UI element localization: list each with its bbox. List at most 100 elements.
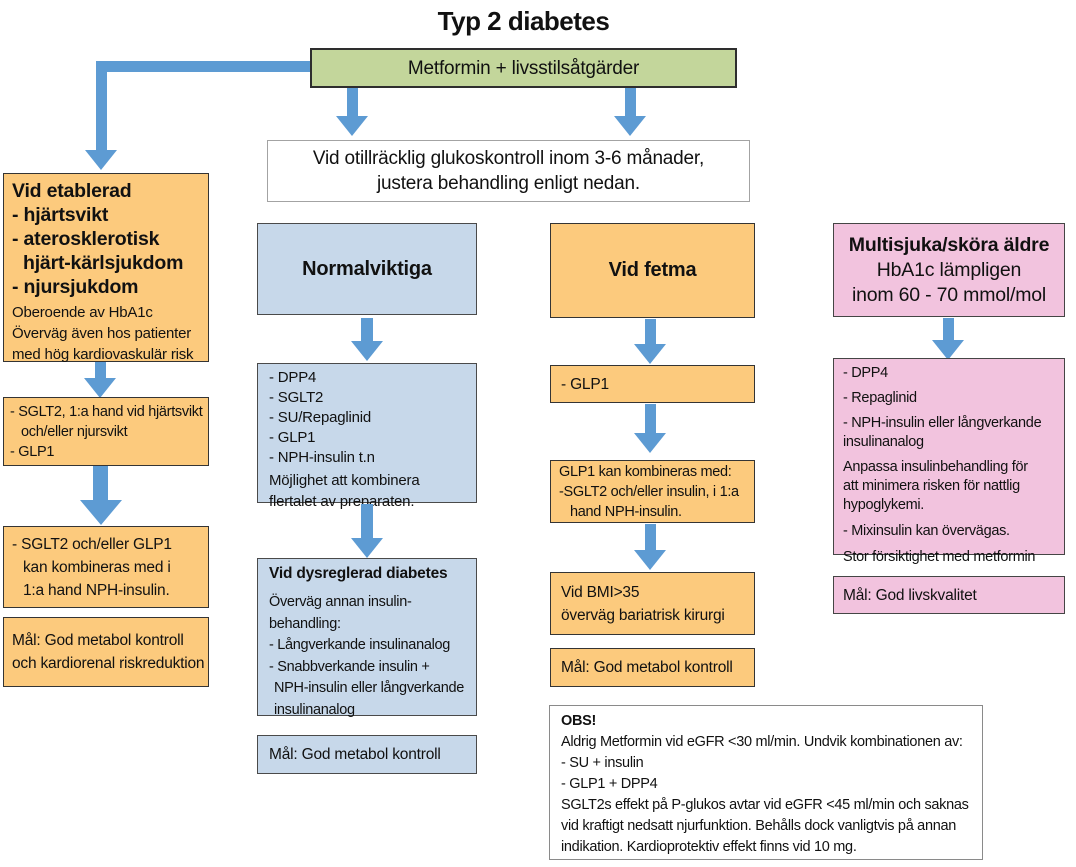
option-line: - NPH-insulin t.n xyxy=(269,449,375,466)
obs-line: vid kraftigt nedsatt njurfunktion. Behål… xyxy=(561,818,957,834)
obs-line: - SU + insulin xyxy=(561,755,644,771)
step-line: - GLP1 xyxy=(10,443,55,460)
header-line: - hjärtsvikt xyxy=(12,204,109,226)
normalweight-header-box: Normalviktiga xyxy=(257,223,477,315)
arrow-segment xyxy=(645,404,656,434)
column-header-label: Multisjuka/sköra äldre xyxy=(848,233,1050,256)
page-title: Typ 2 diabetes xyxy=(437,6,610,36)
header-line: hjärt-kärlsjukdom xyxy=(23,252,184,274)
step-line: Överväg annan insulin- xyxy=(269,594,412,610)
obesity-goal-box: Mål: God metabol kontroll xyxy=(550,648,755,687)
goal-line: Mål: God metabol kontroll xyxy=(561,659,733,676)
box-title: Vid dysreglerad diabetes xyxy=(269,565,448,582)
option-line: - DPP4 xyxy=(269,369,317,386)
arrow-head-icon xyxy=(85,150,117,170)
start-box: Metformin + livsstilsåtgärder xyxy=(310,48,737,88)
option-line: - SU/Repaglinid xyxy=(269,409,372,426)
cardiorenal-goal-box: Mål: God metabol kontroll och kardiorena… xyxy=(3,617,209,687)
arrow-segment xyxy=(645,524,656,551)
note-line: flertalet av preparaten. xyxy=(269,493,415,510)
elderly-header-box: Multisjuka/sköra äldre HbA1c lämpligen i… xyxy=(833,223,1065,317)
obs-line: Aldrig Metformin vid eGFR <30 ml/min. Un… xyxy=(561,734,963,750)
decision-line: justera behandling enligt nedan. xyxy=(377,173,640,194)
note-line: Möjlighet att kombinera xyxy=(269,472,420,489)
arrow-segment xyxy=(625,88,636,117)
option-line: insulinanalog xyxy=(843,434,924,450)
arrow-segment xyxy=(645,319,656,346)
arrow-head-icon xyxy=(336,116,368,136)
obesity-bmi-box: Vid BMI>35 överväg bariatrisk kirurgi xyxy=(550,572,755,635)
step-line: NPH-insulin eller långverkande xyxy=(274,680,465,696)
goal-line: och kardiorenal riskreduktion xyxy=(12,655,205,672)
header-line: - njursjukdom xyxy=(12,276,139,298)
arrow-head-icon xyxy=(80,500,122,525)
obs-line: - GLP1 + DPP4 xyxy=(561,776,658,792)
arrow-head-icon xyxy=(84,378,116,398)
header-line: Vid etablerad xyxy=(12,180,132,202)
arrow-head-icon xyxy=(351,538,383,558)
normalweight-options-box: - DPP4 - SGLT2 - SU/Repaglinid - GLP1 - … xyxy=(257,363,477,510)
step-line: Vid BMI>35 xyxy=(561,583,640,601)
elderly-options-box: - DPP4 - Repaglinid - NPH-insulin eller … xyxy=(833,358,1065,565)
note-line: med hög kardiovaskulär risk xyxy=(12,346,194,363)
option-line: - NPH-insulin eller långverkande xyxy=(843,415,1042,431)
option-line: att minimera risken för nattlig xyxy=(843,478,1020,494)
cardiorenal-step1-box: - SGLT2, 1:a hand vid hjärtsvikt och/ell… xyxy=(3,397,209,466)
column-header-label: Normalviktiga xyxy=(302,257,432,280)
goal-line: Mål: God metabol kontroll xyxy=(269,746,441,763)
arrow-segment xyxy=(361,318,373,342)
decision-box: Vid otillräcklig glukoskontroll inom 3-6… xyxy=(267,140,750,202)
arrow-head-icon xyxy=(634,433,666,453)
obs-line: indikation. Kardioprotektiv effekt finns… xyxy=(561,839,857,855)
step-line: 1:a hand NPH-insulin. xyxy=(23,581,170,599)
arrow-segment xyxy=(943,318,954,342)
arrow-head-icon xyxy=(634,344,666,364)
obs-note-box: OBS! Aldrig Metformin vid eGFR <30 ml/mi… xyxy=(549,705,983,860)
arrow-head-icon xyxy=(351,341,383,361)
header-line: inom 60 - 70 mmol/mol xyxy=(851,283,1047,306)
step-line: insulinanalog xyxy=(274,701,355,718)
column-header-label: Vid fetma xyxy=(608,259,697,281)
dysregulated-box: Vid dysreglerad diabetes Överväg annan i… xyxy=(257,558,477,718)
note-line: Överväg även hos patienter xyxy=(12,325,192,342)
arrow-head-icon xyxy=(634,550,666,570)
arrow-segment xyxy=(95,362,106,380)
step-line: GLP1 kan kombineras med: xyxy=(559,463,732,480)
cardiorenal-header-box: Vid etablerad - hjärtsvikt - aterosklero… xyxy=(3,173,209,363)
option-line: Stor försiktighet med metformin xyxy=(843,549,1036,565)
step-line: och/eller njursvikt xyxy=(21,423,128,440)
step-line: behandling: xyxy=(269,615,341,632)
obesity-header-box: Vid fetma xyxy=(550,223,755,318)
option-line: - GLP1 xyxy=(269,429,316,446)
arrow-head-icon xyxy=(932,340,964,360)
step-line: - SGLT2, 1:a hand vid hjärtsvikt xyxy=(10,403,203,420)
step-line: - GLP1 xyxy=(561,375,609,393)
step-line: kan kombineras med i xyxy=(23,558,171,576)
step-line: - Snabbverkande insulin + xyxy=(269,658,430,675)
header-line: HbA1c lämpligen xyxy=(876,258,1022,281)
normalweight-goal-box: Mål: God metabol kontroll xyxy=(257,735,477,774)
elderly-goal-box: Mål: God livskvalitet xyxy=(833,576,1065,614)
option-line: - DPP4 xyxy=(843,365,888,381)
option-line: - SGLT2 xyxy=(269,389,324,406)
arrow-head-icon xyxy=(614,116,646,136)
step-line: - SGLT2 och/eller GLP1 xyxy=(12,535,172,553)
step-line: -SGLT2 och/eller insulin, i 1:a xyxy=(559,483,739,500)
note-line: Oberoende av HbA1c xyxy=(12,304,153,321)
step-line: överväg bariatrisk kirurgi xyxy=(561,606,725,624)
option-line: - Mixinsulin kan övervägas. xyxy=(843,523,1010,539)
option-line: hypoglykemi. xyxy=(843,497,925,513)
option-line: Anpassa insulinbehandling för xyxy=(843,459,1028,475)
arrow-segment xyxy=(347,88,358,117)
decision-line: Vid otillräcklig glukoskontroll inom 3-6… xyxy=(312,148,705,169)
goal-line: Mål: God livskvalitet xyxy=(843,586,977,604)
arrow-segment xyxy=(96,61,310,72)
start-box-label: Metformin + livsstilsåtgärder xyxy=(407,57,640,79)
obs-line: SGLT2s effekt på P-glukos avtar vid eGFR… xyxy=(561,797,969,813)
header-line: - aterosklerotisk xyxy=(12,228,160,250)
step-line: hand NPH-insulin. xyxy=(570,503,682,520)
goal-line: Mål: God metabol kontroll xyxy=(12,632,184,649)
option-line: - Repaglinid xyxy=(843,390,917,406)
cardiorenal-step2-box: - SGLT2 och/eller GLP1 kan kombineras me… xyxy=(3,526,209,608)
